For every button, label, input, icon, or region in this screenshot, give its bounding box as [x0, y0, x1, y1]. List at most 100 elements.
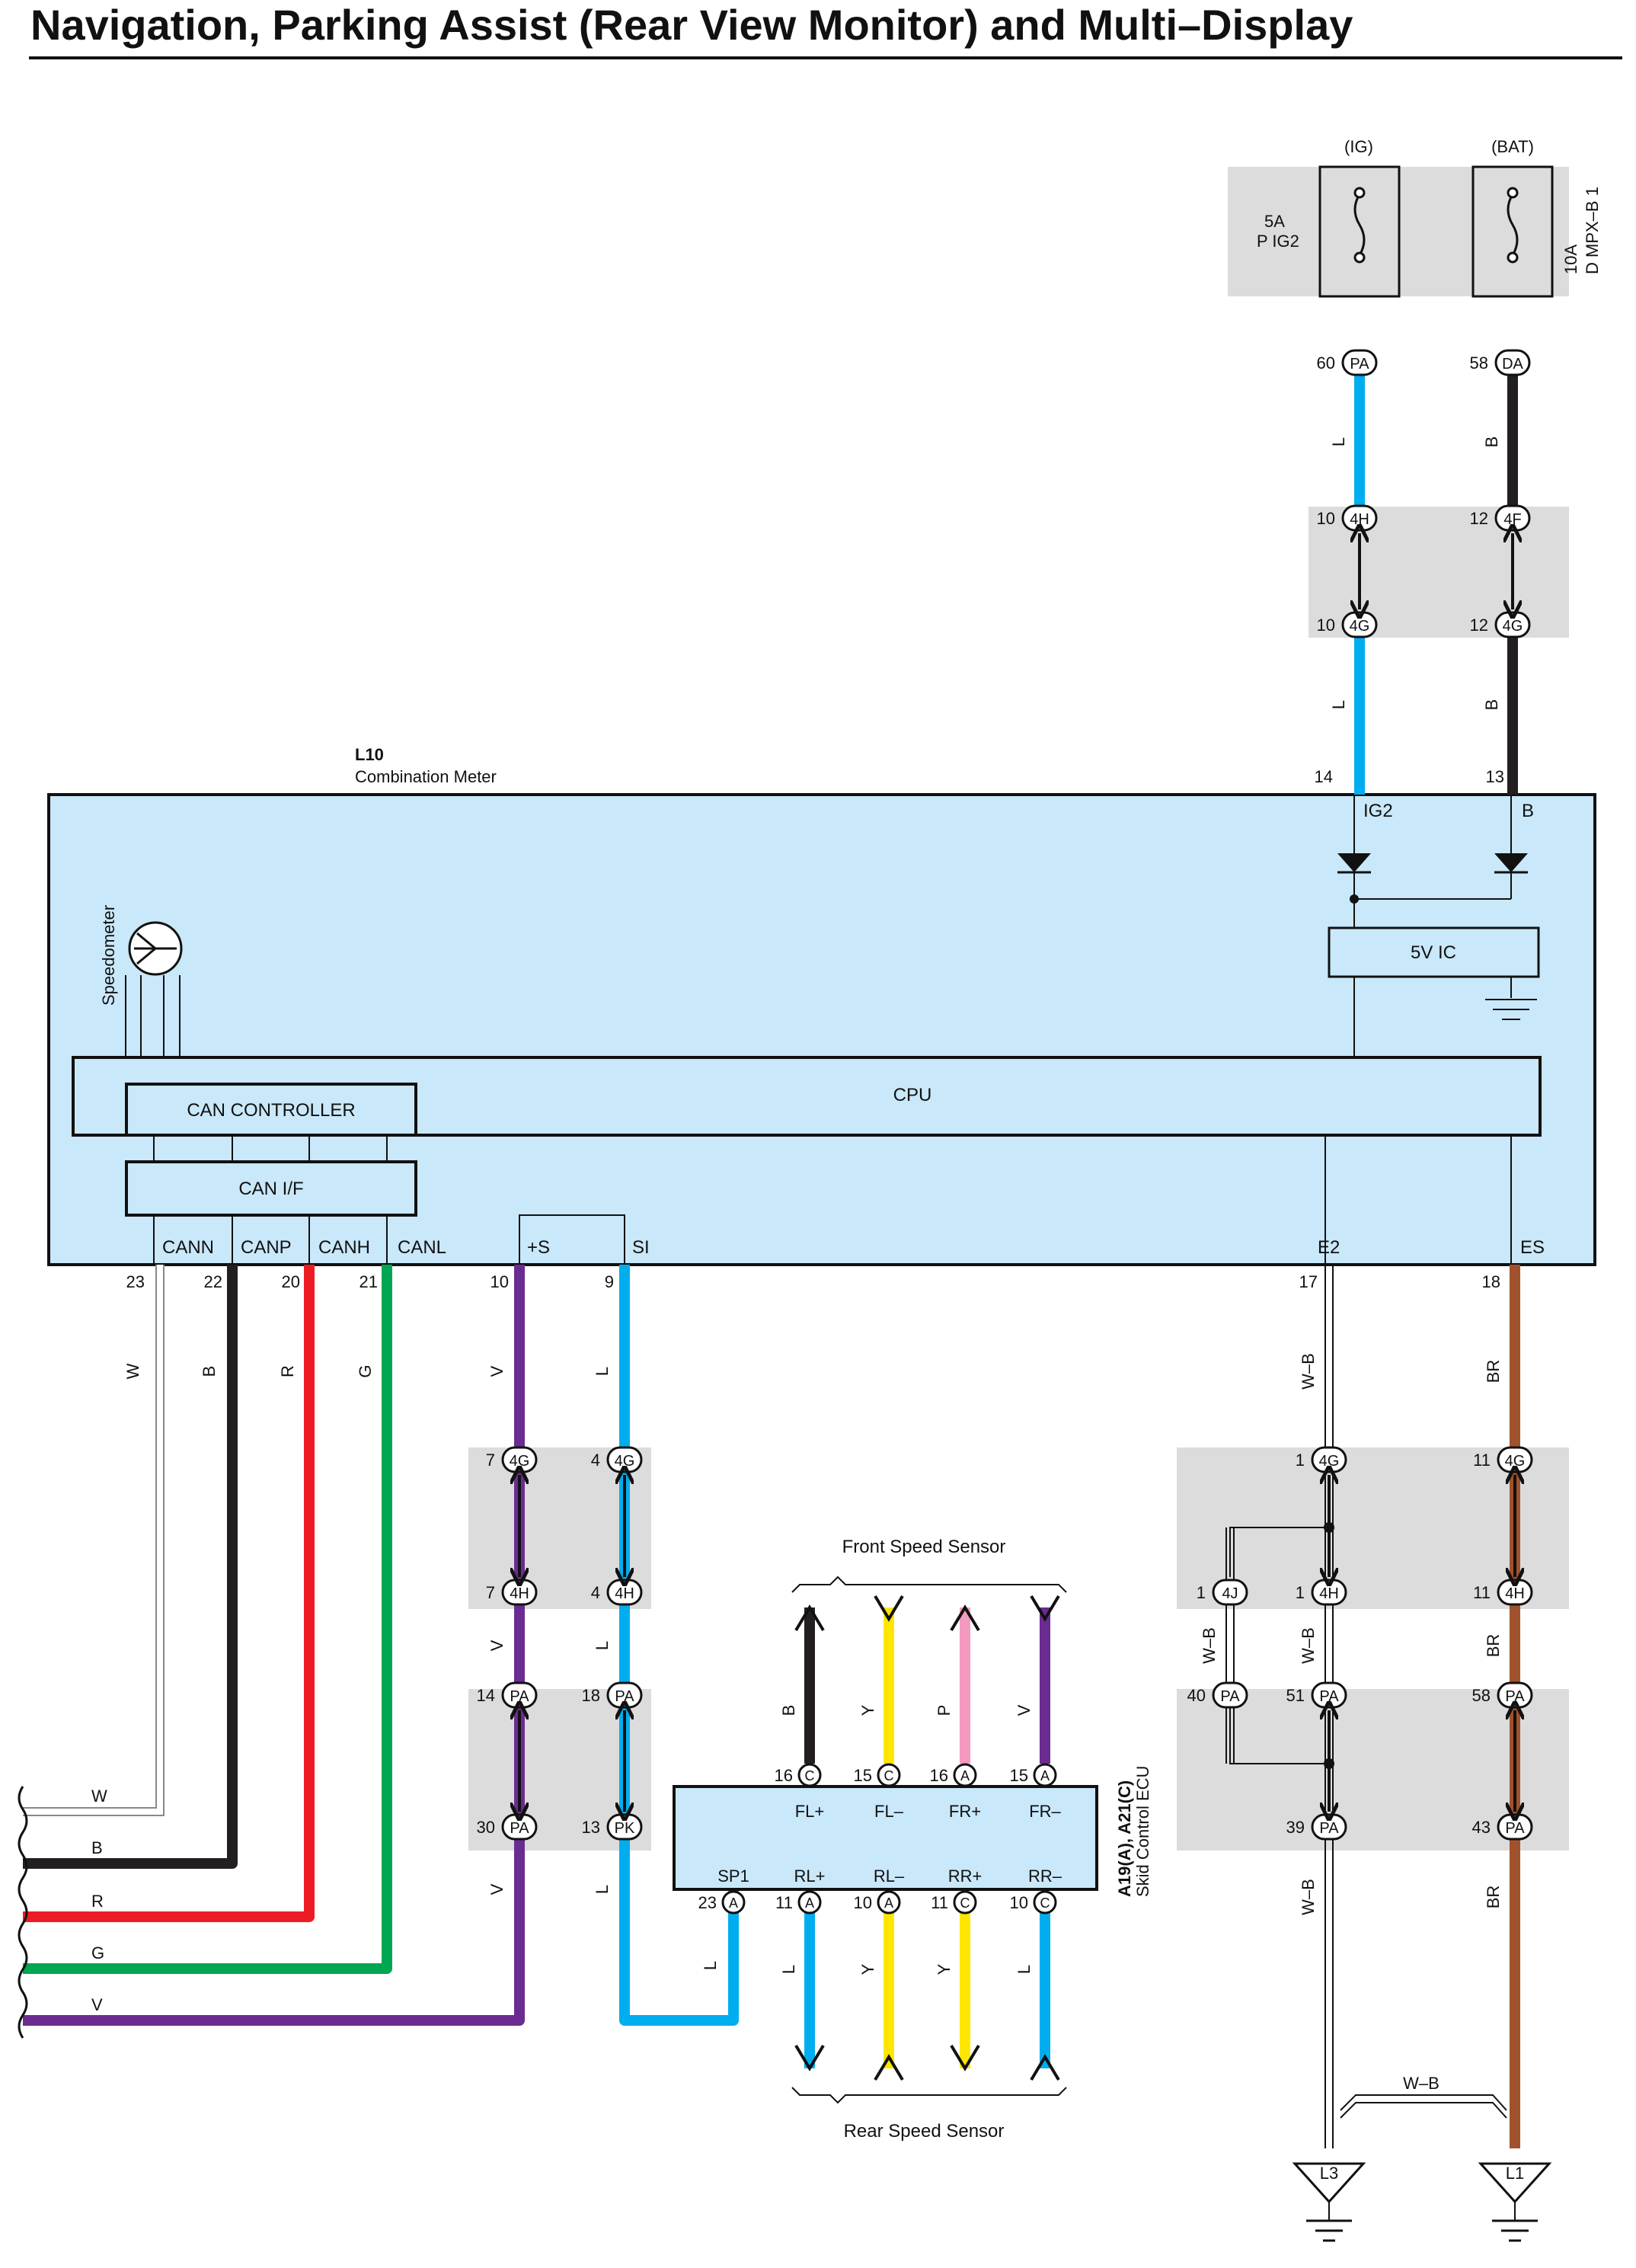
pin-canp: 22: [204, 1272, 222, 1291]
conn-4g-v-id: 4G: [510, 1453, 530, 1470]
conn-pa-v2-id: PA: [510, 1820, 529, 1837]
ecu-top-conn-2: A: [960, 1768, 970, 1783]
bus-label-3: G: [91, 1943, 104, 1963]
wire-label-e2-3: W–B: [1200, 1627, 1219, 1664]
can-if-box: [125, 1160, 417, 1217]
ecu-bottom-term-0: SP1: [717, 1867, 749, 1886]
front-speed-sensor-label: Front Speed Sensor: [842, 1537, 1006, 1557]
bus-label-4: V: [91, 1995, 103, 2014]
cpu-label: CPU: [893, 1085, 932, 1105]
ic-5v-box: [1328, 926, 1540, 978]
term-e2: E2: [1318, 1237, 1340, 1258]
rear-sensor-brace: [791, 2087, 1067, 2104]
wire-si: [619, 1265, 739, 2026]
fuse-connector-1-id: DA: [1502, 356, 1523, 373]
conn-4h-v: 4H7: [486, 1579, 538, 1606]
wire-label-front-0: B: [779, 1705, 798, 1716]
conn-4g-e2: 4G1: [1296, 1446, 1347, 1473]
term-canh: CANH: [318, 1237, 370, 1258]
conn-4h-l: 4H4: [591, 1579, 643, 1606]
fuse-ig-rating: 5A: [1264, 212, 1285, 231]
rear-speed-sensor-label: Rear Speed Sensor: [844, 2121, 1005, 2142]
ecu-top-term-3: FR–: [1029, 1802, 1061, 1821]
pin-ig2: 14: [1315, 767, 1333, 786]
ground-l3: L3: [1292, 2162, 1366, 2242]
conn-4g-bat-id: 4G: [1503, 618, 1523, 635]
conn-4g-l: 4G4: [591, 1446, 643, 1473]
wire-canp: [23, 1265, 238, 1869]
term-es: ES: [1520, 1237, 1545, 1258]
ecu-top-pin-1: 15: [854, 1766, 872, 1785]
wire-label-bat: B: [1482, 437, 1501, 448]
wire-label-e2-4: W–B: [1299, 1879, 1318, 1915]
conn-pa-43-id: PA: [1505, 1820, 1525, 1837]
fuse-bat-source: (BAT): [1491, 137, 1534, 156]
wire-label-es-2: BR: [1484, 1634, 1503, 1658]
fuse-ig-source: (IG): [1344, 137, 1373, 156]
pin-canl: 21: [359, 1272, 378, 1291]
term-canp: CANP: [241, 1237, 292, 1258]
ecu-bottom-pin-2: 10: [854, 1893, 872, 1912]
can-controller-box: [125, 1083, 417, 1137]
conn-4h-es-pin: 11: [1473, 1583, 1491, 1602]
conn-4g-v-pin: 7: [486, 1451, 495, 1470]
bus-label-2: R: [91, 1892, 104, 1911]
conn-4g-es-id: 4G: [1505, 1453, 1526, 1470]
conn-4g-e2-pin: 1: [1296, 1451, 1305, 1470]
ecu-bottom-conn-1: A: [805, 1895, 814, 1911]
ecu-bottom-term-2: RL–: [874, 1867, 905, 1886]
conn-pa-v-id: PA: [510, 1688, 529, 1705]
ecu-bottom-conn-4: C: [1040, 1895, 1050, 1911]
wire-label-front-2: P: [935, 1705, 954, 1716]
wire-label-e2-2: W–B: [1299, 1627, 1318, 1664]
conn-pa-40-id: PA: [1220, 1688, 1240, 1705]
conn-pa-v2-pin: 30: [477, 1818, 495, 1837]
wire-e2-branch: [1229, 1527, 1329, 1577]
fuse-ig: (IG) 5A P IG2: [1257, 137, 1401, 298]
conn-4h-ig-id: 4H: [1350, 511, 1369, 528]
conn-pa-39-pin: 39: [1286, 1818, 1305, 1837]
pin-b: 13: [1486, 767, 1504, 786]
ecu-top-pin-0: 16: [775, 1766, 793, 1785]
conn-4g-l-id: 4G: [615, 1453, 635, 1470]
meter-code: L10: [355, 745, 384, 764]
pin-es: 18: [1482, 1272, 1500, 1291]
meter-name: Combination Meter: [355, 767, 497, 786]
wire-label-bat-2: B: [1482, 699, 1501, 711]
conn-4h-l-pin: 4: [591, 1583, 600, 1602]
ecu-bottom-term-3: RR+: [948, 1867, 983, 1886]
ground-l1: L1: [1478, 2162, 1552, 2242]
conn-pa-51-pin: 51: [1286, 1686, 1305, 1705]
conn-4g-ig-id: 4G: [1350, 618, 1370, 635]
wire-label-si-3: L: [593, 1885, 612, 1894]
wire-label-es-3: BR: [1484, 1886, 1503, 1909]
conn-pa-v2: PA 30: [477, 1813, 538, 1841]
title-rule: [29, 56, 1622, 59]
bus-label-0: W: [91, 1787, 107, 1806]
pin-canh: 20: [282, 1272, 300, 1291]
ground-l1-label: L1: [1506, 2164, 1524, 2183]
ecu-bottom-conn-2: A: [884, 1895, 893, 1911]
ecu-bottom-conn-3: C: [960, 1895, 970, 1911]
conn-4h-es-id: 4H: [1505, 1585, 1525, 1602]
wire-label-rear-0: L: [779, 1965, 798, 1974]
wire-label-ig-2: L: [1329, 700, 1348, 709]
wire-label-si: L: [593, 1367, 612, 1376]
ecu-bottom-pin-4: 10: [1010, 1893, 1028, 1912]
skid-control-ecu-box: [673, 1785, 1098, 1891]
wire-label-plus-s: V: [487, 1365, 506, 1377]
fuse-bat-rating: 10A: [1561, 245, 1580, 274]
pin-e2: 17: [1299, 1272, 1318, 1291]
can-controller-label: CAN CONTROLLER: [187, 1100, 355, 1121]
wire-e2-branch2: [1229, 1699, 1329, 1764]
conn-4f-pin: 12: [1470, 509, 1488, 528]
conn-4h-e2: 4H1: [1296, 1579, 1347, 1606]
wire-label-canp: B: [200, 1366, 219, 1377]
connector-shade-1: [1382, 167, 1569, 296]
conn-pa-51-id: PA: [1319, 1688, 1339, 1705]
